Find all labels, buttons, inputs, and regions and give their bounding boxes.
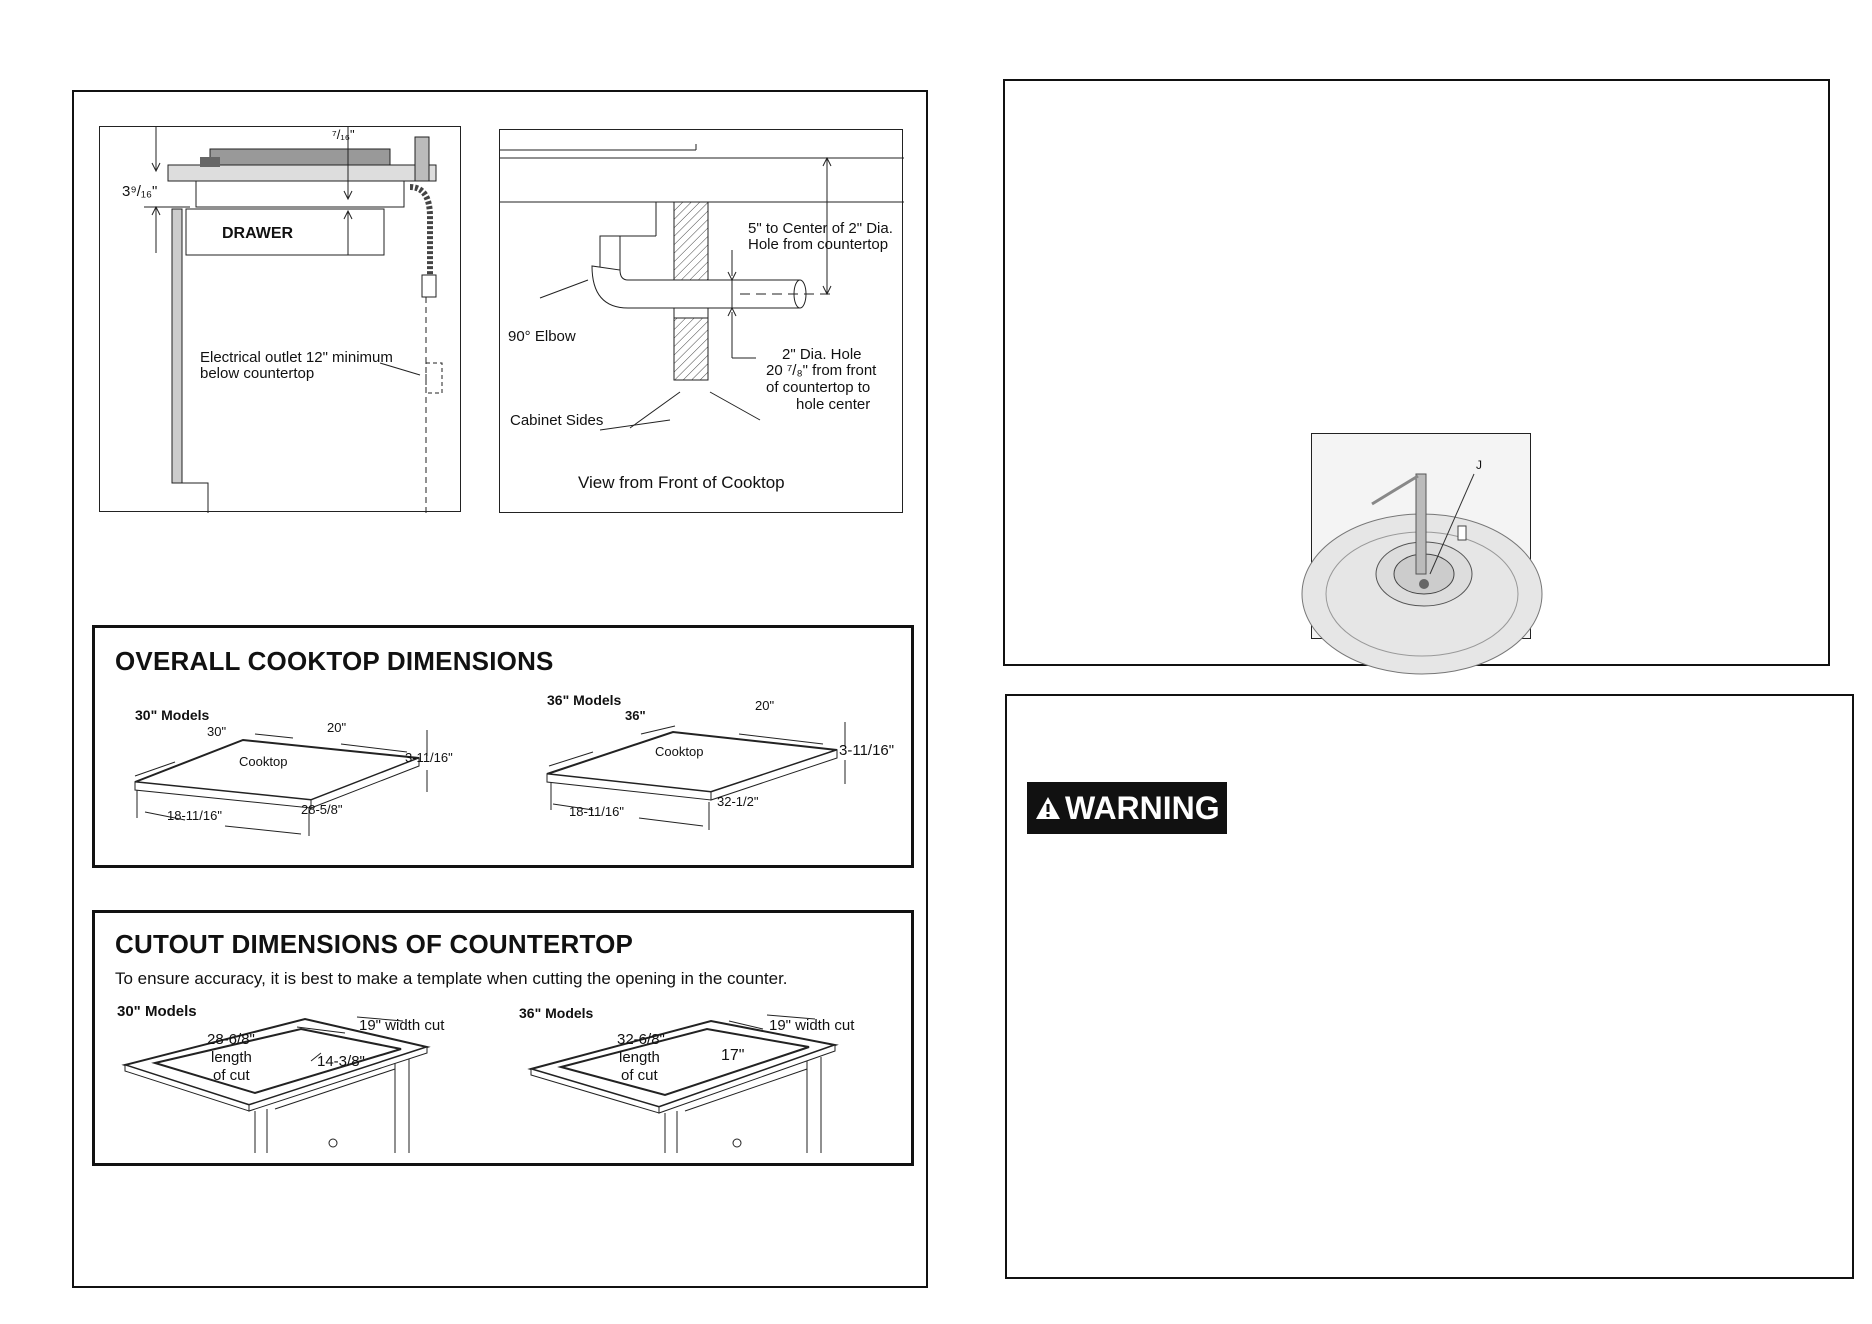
- overall-dimensions-section: OVERALL COOKTOP DIMENSIONS 30" Models 30…: [92, 625, 914, 868]
- cutout-dimensions-title: CUTOUT DIMENSIONS OF COUNTERTOP: [115, 929, 634, 959]
- overall-36-label: Cooktop: [655, 744, 704, 759]
- overall-30-width: 30": [207, 724, 227, 739]
- dim-top-label: ⁷/₁₆": [332, 127, 355, 142]
- overall-36-width: 36": [625, 708, 646, 723]
- cutout-36-length3: of cut: [621, 1067, 658, 1084]
- cabinet-side-drawing: [144, 127, 443, 513]
- warning-badge: WARNING: [1027, 782, 1227, 834]
- overall-36-model: 36" Models: [547, 692, 622, 708]
- cutout-30-width: 19" width cut: [359, 1017, 445, 1034]
- right-bottom-panel: WARNING: [1005, 694, 1854, 1279]
- cutout-36-length2: length: [619, 1049, 660, 1066]
- elbow-label: 90° Elbow: [508, 328, 576, 345]
- cutout-36-drawing: [527, 1014, 839, 1153]
- cutout-30-model: 30" Models: [117, 1003, 197, 1020]
- dim-side-label: 3⁹/₁₆": [122, 183, 158, 200]
- overall-36-bottom: 32-1/2": [717, 794, 759, 809]
- burner-photo: J: [1301, 433, 1543, 675]
- overall-30-bottom: 28-5/8": [301, 802, 343, 817]
- overall-36-front: 18-11/16": [569, 804, 624, 819]
- cutout-30-length3: of cut: [213, 1067, 250, 1084]
- overall-36-height: 3-11/16": [839, 742, 895, 759]
- overall-30-front: 18-11/16": [167, 808, 222, 823]
- overall-30-model: 30" Models: [135, 707, 210, 723]
- front-view-diagram: 5" to Center of 2" Dia. Hole from counte…: [499, 129, 904, 513]
- front-view-caption: View from Front of Cooktop: [578, 473, 785, 492]
- cutout-36-center: 17": [721, 1047, 745, 1064]
- cabinet-side-diagram: ⁷/₁₆" 3⁹/₁₆" DRAWER Electrical outlet 12…: [99, 126, 461, 513]
- cutout-36-model: 36" Models: [519, 1005, 594, 1021]
- cutout-30-drawing: [121, 1016, 431, 1153]
- right-top-panel: J: [1003, 79, 1830, 675]
- cutout-dimensions-subtitle: To ensure accuracy, it is best to make a…: [115, 969, 788, 988]
- front-view-drawing: [500, 144, 904, 431]
- overall-30-depth: 20": [327, 720, 347, 735]
- outlet-label-line2: below countertop: [200, 365, 315, 382]
- burner-label-j: J: [1476, 458, 1482, 472]
- overall-30-height: 3-11/16": [405, 750, 453, 765]
- cutout-36-length1: 32-6/8": [617, 1031, 665, 1048]
- cutout-36-width: 19" width cut: [769, 1017, 855, 1034]
- cooktop-36-drawing: [546, 722, 846, 830]
- hole-label-line3: of countertop to: [766, 379, 871, 396]
- center-label-line2: Hole from countertop: [748, 236, 889, 253]
- cutout-30-length2: length: [211, 1049, 252, 1066]
- warning-triangle-icon: [1036, 797, 1060, 819]
- overall-30-label: Cooktop: [239, 754, 288, 769]
- outlet-label-line1: Electrical outlet 12" minimum: [200, 349, 393, 366]
- warning-label: WARNING: [1065, 789, 1220, 826]
- burner-drawing: [1301, 473, 1543, 675]
- cooktop-30-drawing: [134, 730, 428, 836]
- hole-label-line2: 20 ⁷/₈" from front: [766, 362, 877, 379]
- center-label-line1: 5" to Center of 2" Dia.: [748, 220, 893, 237]
- hole-label-line4: hole center: [796, 396, 871, 413]
- overall-36-depth: 20": [755, 698, 775, 713]
- cutout-dimensions-section: CUTOUT DIMENSIONS OF COUNTERTOP To ensur…: [92, 910, 914, 1166]
- cabinet-sides-label: Cabinet Sides: [510, 412, 604, 429]
- hole-label-line1: 2" Dia. Hole: [782, 346, 862, 363]
- overall-dimensions-title: OVERALL COOKTOP DIMENSIONS: [115, 646, 554, 676]
- cutout-30-length1: 28-6/8": [207, 1031, 255, 1048]
- cutout-30-center: 14-3/8": [317, 1053, 365, 1070]
- drawer-label: DRAWER: [222, 225, 294, 242]
